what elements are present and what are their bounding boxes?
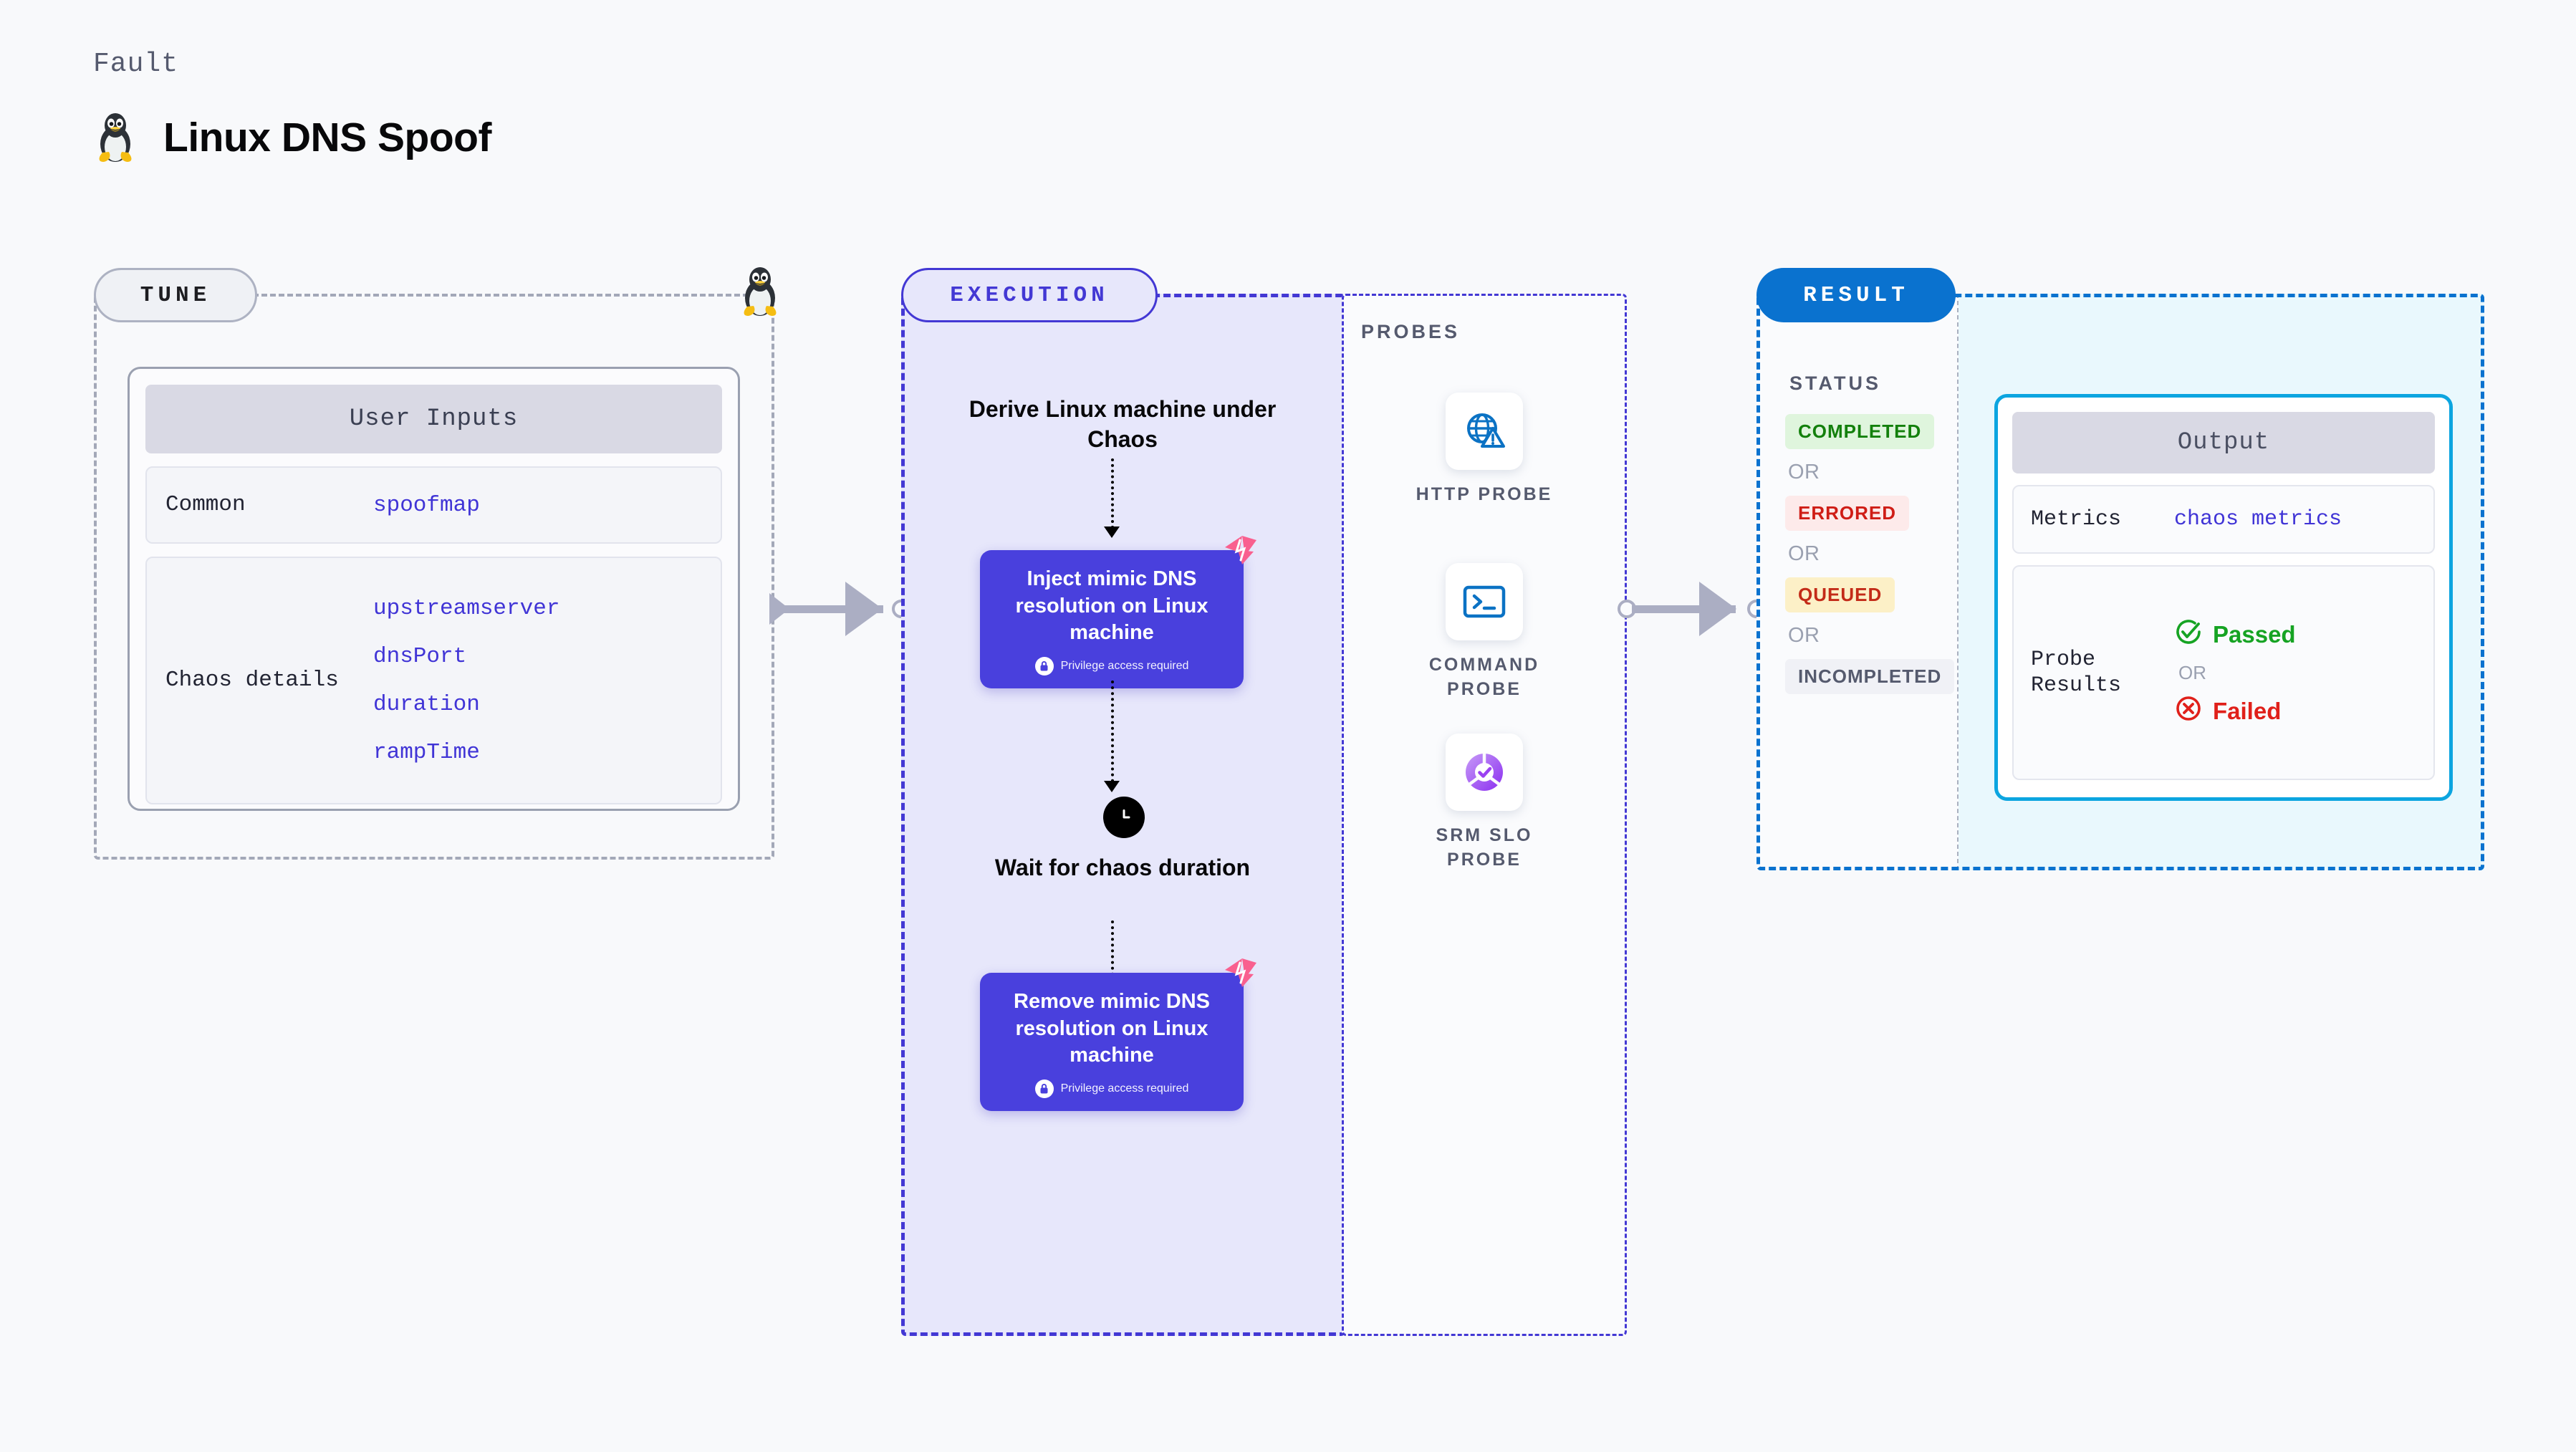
input-param: rampTime — [373, 740, 480, 765]
globe-warning-icon — [1446, 393, 1523, 470]
x-circle-icon — [2174, 694, 2203, 729]
user-inputs-card: User Inputs Common spoofmap Chaos detail… — [128, 367, 740, 811]
status-section-title: STATUS — [1789, 372, 1881, 394]
flow-arrowhead-2 — [1104, 781, 1120, 792]
fault-kicker-label: Fault — [93, 49, 179, 80]
probe-item-command[interactable]: COMMAND PROBE — [1398, 563, 1570, 702]
flow-arrowhead-1 — [1104, 527, 1120, 538]
execution-pill-label: EXECUTION — [901, 268, 1158, 322]
tune-linux-tux-penguin-icon — [738, 265, 782, 322]
input-group-values: spoofmap — [373, 493, 480, 518]
input-group-chaos-details: Chaos details upstreamserver dnsPort dur… — [145, 557, 722, 804]
or-separator: OR — [1788, 624, 1820, 647]
lock-icon — [1034, 657, 1054, 676]
input-group-label: Chaos details — [165, 668, 339, 693]
status-badge-errored: ERRORED — [1785, 496, 1910, 531]
input-param: upstreamserver — [373, 596, 560, 621]
flow-arrow-1 — [1111, 458, 1114, 529]
user-inputs-title: User Inputs — [145, 385, 722, 453]
slo-donut-check-icon — [1446, 734, 1523, 811]
linux-tux-penguin-icon — [93, 111, 138, 164]
status-badge-completed: COMPLETED — [1785, 414, 1935, 449]
output-metrics-row: Metrics chaos metrics — [2012, 485, 2435, 554]
chaos-node-inject[interactable]: Inject mimic DNS resolution on Linux mac… — [980, 536, 1256, 689]
terminal-icon — [1446, 563, 1523, 640]
flow-arrow-3 — [1111, 920, 1114, 987]
input-param: spoofmap — [373, 492, 480, 518]
tune-panel — [94, 294, 774, 860]
connector-arrowhead-2 — [1699, 582, 1736, 636]
fault-title-row: Linux DNS Spoof — [93, 111, 491, 164]
output-metrics-label: Metrics — [2031, 507, 2122, 532]
input-param: dnsPort — [373, 644, 467, 669]
chaos-node-title: Remove mimic DNS resolution on Linux mac… — [1014, 990, 1210, 1067]
probe-label: COMMAND PROBE — [1428, 655, 1540, 699]
clock-icon — [1103, 797, 1145, 838]
status-badge-incompleted: INCOMPLETED — [1785, 659, 1955, 694]
chaos-node-remove[interactable]: Remove mimic DNS resolution on Linux mac… — [980, 958, 1256, 1112]
litmus-chaos-logo-icon — [1221, 533, 1259, 572]
input-group-label: Common — [165, 492, 246, 518]
probe-result-failed-label: Failed — [2213, 697, 2282, 724]
output-probe-results-row: Probe Results Passed OR — [2012, 565, 2435, 780]
probe-result-passed-label: Passed — [2213, 620, 2296, 648]
execution-step-derive: Derive Linux machine under Chaos — [969, 396, 1277, 453]
probe-item-http[interactable]: HTTP PROBE — [1398, 393, 1570, 507]
probe-item-srm-slo[interactable]: SRM SLO PROBE — [1398, 734, 1570, 872]
connector-arrowhead-1 — [845, 582, 883, 636]
chaos-node-title: Inject mimic DNS resolution on Linux mac… — [1015, 567, 1208, 645]
result-pill-label: RESULT — [1756, 268, 1956, 322]
tune-pill-label: TUNE — [94, 268, 257, 322]
input-group-common: Common spoofmap — [145, 466, 722, 544]
privilege-row: Privilege access required — [993, 1080, 1231, 1099]
execution-step-wait: Wait for chaos duration — [994, 855, 1251, 880]
connector-line-1 — [779, 605, 883, 613]
lock-icon — [1034, 1080, 1054, 1099]
probe-label: SRM SLO PROBE — [1436, 825, 1533, 870]
page-title: Linux DNS Spoof — [163, 115, 491, 160]
litmus-chaos-logo-icon — [1221, 956, 1259, 994]
result-panel — [1756, 294, 2484, 870]
probe-result-failed: Failed — [2174, 694, 2296, 729]
input-group-values: upstreamserver dnsPort duration rampTime — [373, 596, 559, 765]
input-param: duration — [373, 692, 480, 717]
connector-line-2 — [1632, 605, 1736, 613]
or-separator: OR — [1788, 542, 1820, 565]
output-probe-results-label: Probe Results — [2031, 648, 2122, 698]
output-card: Output Metrics chaos metrics Probe Resul… — [1994, 394, 2453, 801]
probes-section-title: PROBES — [1361, 321, 1461, 342]
output-title: Output — [2012, 412, 2435, 473]
probe-result-passed: Passed — [2174, 617, 2296, 652]
or-separator: OR — [1788, 461, 1820, 484]
probe-label: HTTP PROBE — [1416, 484, 1553, 504]
probe-result-values: Passed OR Failed — [2174, 617, 2296, 729]
privilege-text: Privilege access required — [1060, 660, 1189, 673]
status-badge-list: COMPLETED OR ERRORED OR QUEUED OR INCOMP… — [1785, 414, 1955, 694]
privilege-text: Privilege access required — [1060, 1082, 1189, 1095]
output-metrics-value: chaos metrics — [2174, 507, 2342, 532]
privilege-row: Privilege access required — [993, 657, 1231, 676]
check-circle-icon — [2174, 617, 2203, 652]
status-badge-queued: QUEUED — [1785, 577, 1895, 612]
flow-arrow-2 — [1111, 681, 1114, 788]
or-separator: OR — [2178, 661, 2206, 683]
